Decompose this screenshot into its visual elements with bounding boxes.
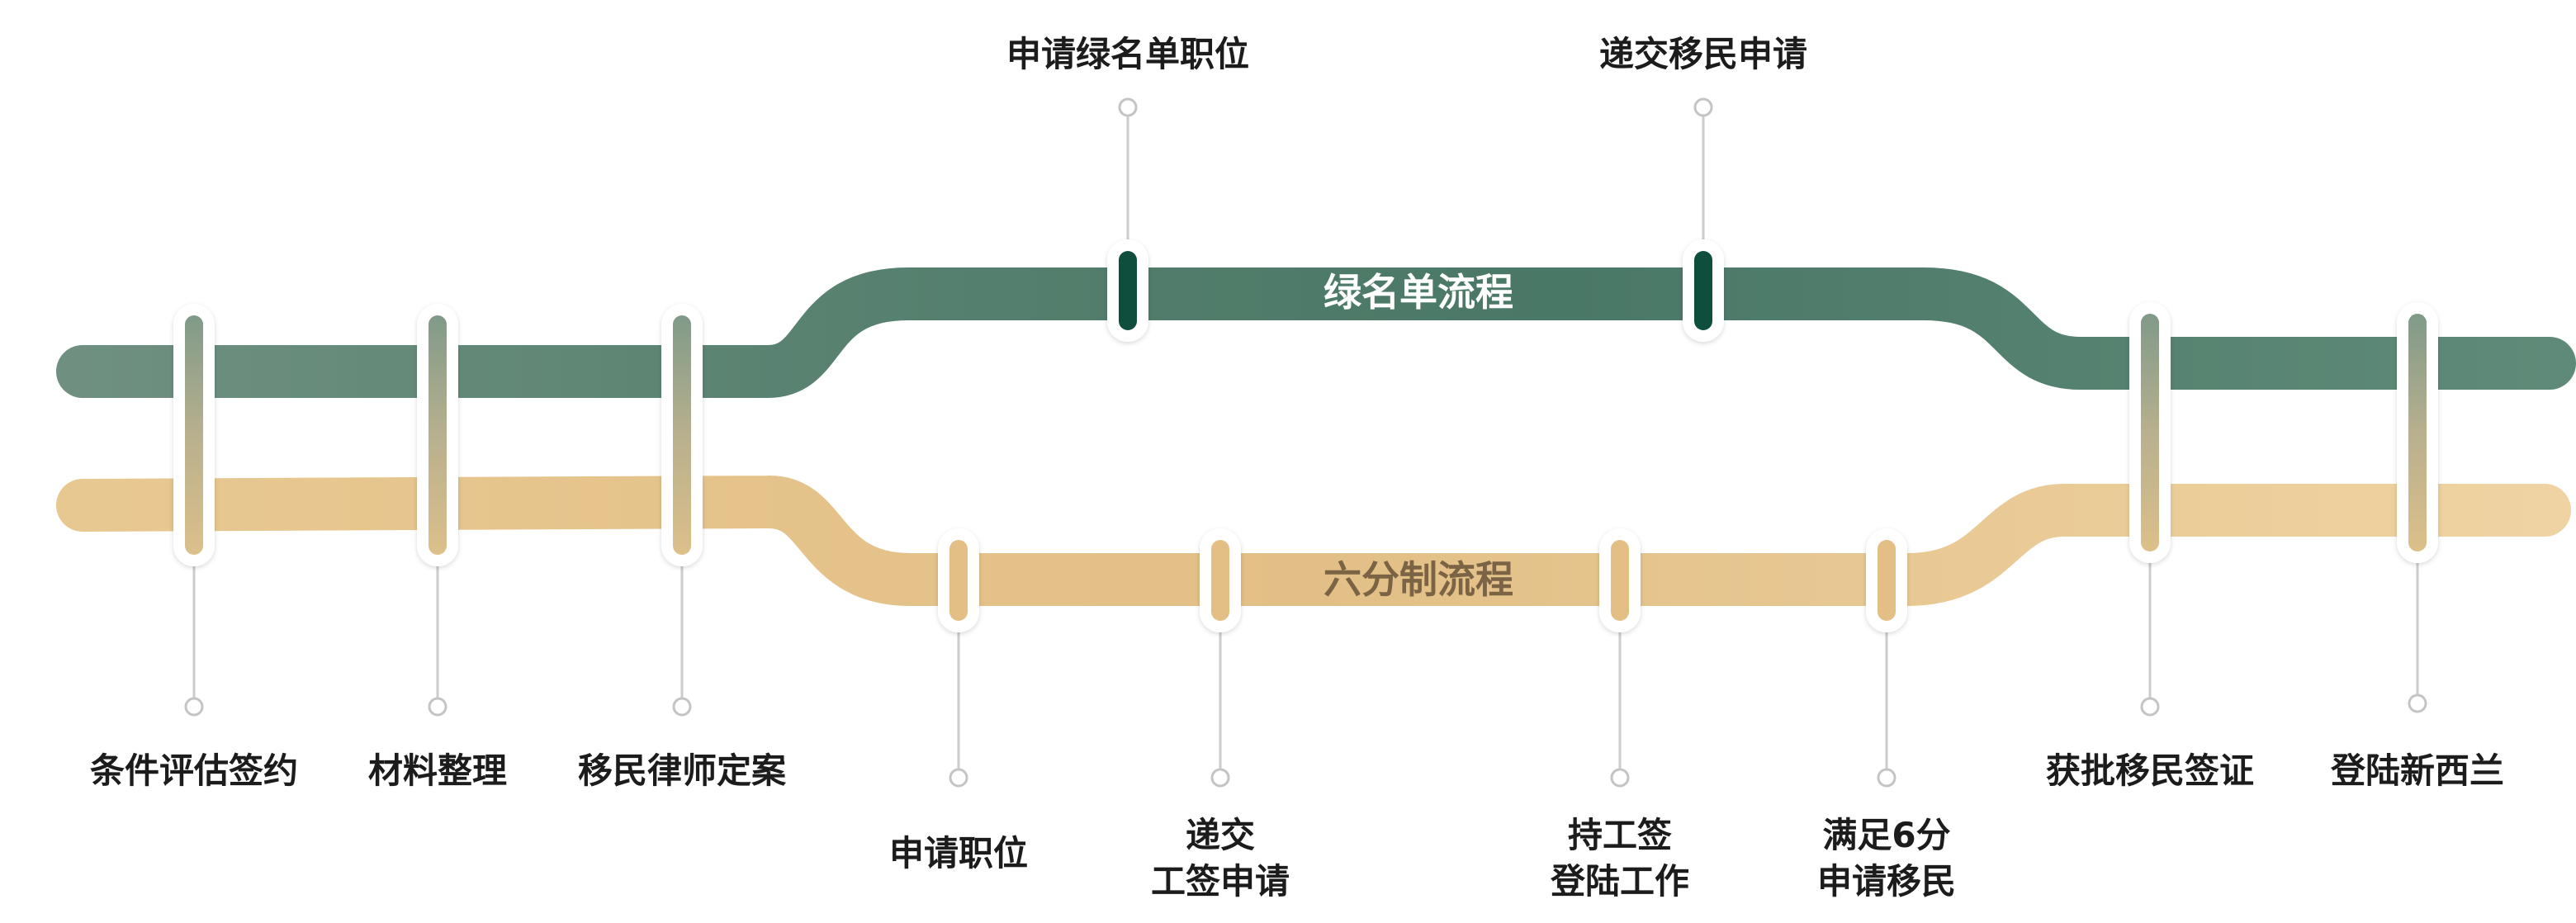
step-marker-bar bbox=[1694, 251, 1712, 330]
connector-dot bbox=[2409, 695, 2426, 712]
step-marker-bar bbox=[429, 315, 447, 555]
shared-step-5-label-line-1: 登陆新西兰 bbox=[2330, 750, 2504, 791]
green-step-1-label-line-1: 申请绿名单职位 bbox=[1006, 34, 1249, 74]
tan-step-4-label-line-1: 满足6分 bbox=[1822, 815, 1950, 855]
shared-step-3-label-line-1: 移民律师定案 bbox=[578, 750, 787, 791]
shared-step-4-label-line-1: 获批移民签证 bbox=[2046, 750, 2254, 791]
tan-step-4-label-line-2: 申请移民 bbox=[1817, 861, 1956, 902]
tan-step-3-label-line-1: 持工签 bbox=[1568, 815, 1672, 855]
connector-dot bbox=[2142, 698, 2158, 715]
connector-dot bbox=[1212, 769, 1229, 786]
shared-step-1-label-line-1: 条件评估签约 bbox=[90, 750, 298, 791]
connector-dot bbox=[186, 698, 202, 715]
connector-dot bbox=[1695, 99, 1712, 116]
connector-dot bbox=[1612, 769, 1628, 786]
connector-dot bbox=[429, 698, 446, 715]
connector-dot bbox=[950, 769, 967, 786]
shared-step-2-label-line-1: 材料整理 bbox=[368, 750, 507, 791]
step-marker-bar bbox=[1119, 251, 1137, 330]
step-marker-bar bbox=[1611, 540, 1629, 621]
step-marker-bar bbox=[2408, 314, 2427, 551]
green-step-2-label-line-1: 递交移民申请 bbox=[1599, 34, 1807, 74]
connector-dot bbox=[674, 698, 690, 715]
step-marker-bar bbox=[1878, 540, 1896, 621]
tan-track-title: 六分制流程 bbox=[1324, 557, 1513, 602]
connector-dot bbox=[1878, 769, 1895, 786]
step-marker-bar bbox=[2141, 314, 2159, 551]
green-track-title: 绿名单流程 bbox=[1324, 270, 1513, 315]
step-marker-bar bbox=[949, 540, 968, 621]
tan-step-2-label-line-2: 工签申请 bbox=[1151, 861, 1290, 902]
tan-step-3-label-line-2: 登陆工作 bbox=[1550, 861, 1689, 902]
connector-dot bbox=[1120, 99, 1136, 116]
step-marker-bar bbox=[1211, 540, 1229, 621]
step-marker-bar bbox=[185, 315, 203, 555]
step-marker-bar bbox=[673, 315, 691, 555]
tan-step-2-label-line-1: 递交 bbox=[1186, 815, 1255, 855]
tan-step-1-label-line-1: 申请职位 bbox=[889, 833, 1028, 873]
